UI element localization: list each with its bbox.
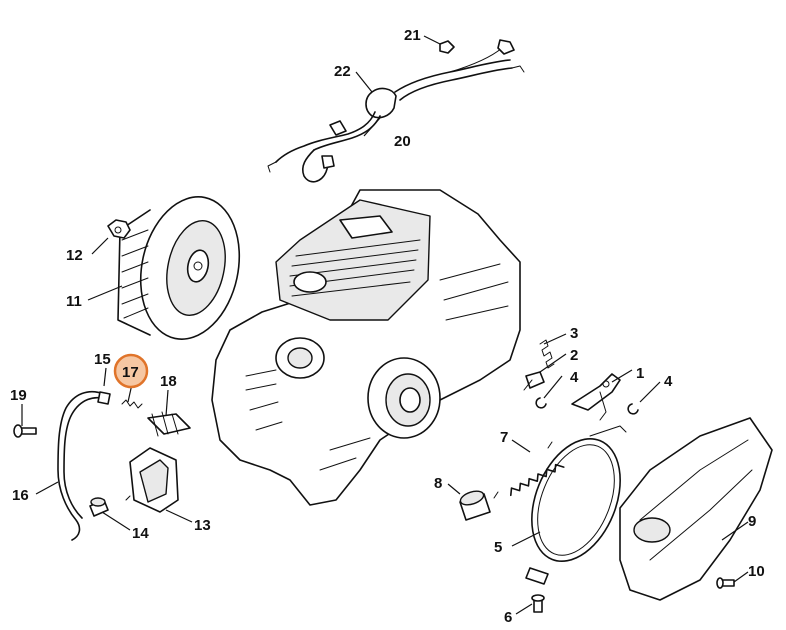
brake-band-part[interactable]: [515, 425, 637, 585]
brake-lever-part[interactable]: [571, 373, 621, 421]
callout-2[interactable]: 2: [570, 347, 578, 364]
sleeve-part[interactable]: [459, 489, 491, 521]
callout-15[interactable]: 15: [94, 351, 111, 368]
callout-3[interactable]: 3: [570, 325, 578, 342]
callout-8[interactable]: 8: [434, 475, 442, 492]
callout-12[interactable]: 12: [66, 247, 83, 264]
callout-1[interactable]: 1: [636, 365, 644, 382]
callout-14[interactable]: 14: [132, 525, 149, 542]
callout-5[interactable]: 5: [494, 539, 502, 556]
spring-part-2[interactable]: [523, 371, 545, 391]
flywheel-nut-part[interactable]: [107, 219, 131, 239]
callout-11[interactable]: 11: [66, 293, 82, 310]
short-circuit-wire-part-16[interactable]: [57, 390, 111, 541]
screw-part-10[interactable]: [716, 577, 735, 589]
buffer-part-18[interactable]: [147, 411, 191, 437]
callout-13[interactable]: 13: [194, 517, 211, 534]
callout-6[interactable]: 6: [504, 609, 512, 626]
crankcase-assembly: [211, 189, 521, 506]
screw-part-19[interactable]: [13, 424, 37, 438]
highlighted-callout-marker: [113, 353, 149, 389]
spring-part-17[interactable]: [121, 399, 143, 409]
callout-labels: 1 2 3 4 4 5 6 7 8 9 10 11 12 13 14 15 16…: [10, 27, 765, 626]
ignition-module-part[interactable]: [125, 447, 179, 513]
callout-21[interactable]: 21: [404, 27, 421, 44]
callout-19[interactable]: 19: [10, 387, 27, 404]
callout-9[interactable]: 9: [748, 513, 756, 530]
callout-17[interactable]: 17: [122, 364, 139, 381]
callout-7[interactable]: 7: [500, 429, 508, 446]
callout-20[interactable]: 20: [394, 133, 411, 150]
e-clip-part-4a[interactable]: [535, 397, 547, 409]
sprocket-cover-part[interactable]: [619, 417, 773, 601]
callout-16[interactable]: 16: [12, 487, 29, 504]
callout-4b[interactable]: 4: [664, 373, 673, 390]
callout-18[interactable]: 18: [160, 373, 177, 390]
callout-4a[interactable]: 4: [570, 369, 579, 386]
tension-spring-part[interactable]: [493, 441, 565, 499]
plug-part-14[interactable]: [89, 497, 109, 517]
ignition-lead-part[interactable]: [267, 39, 525, 183]
callout-22[interactable]: 22: [334, 63, 351, 80]
flywheel-part[interactable]: [117, 188, 252, 349]
screw-part-6[interactable]: [531, 594, 545, 613]
leader-lines: [21, 35, 749, 615]
e-clip-part-4b[interactable]: [627, 403, 639, 415]
callout-10[interactable]: 10: [748, 563, 765, 580]
